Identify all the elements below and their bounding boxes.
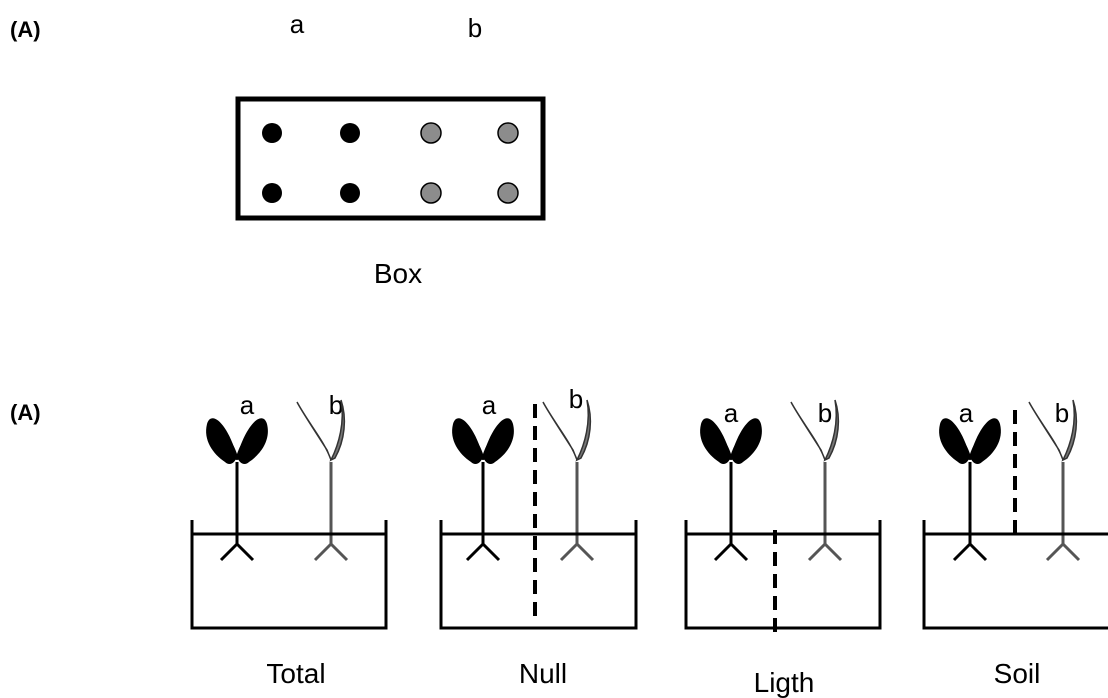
plant-label-a: a: [724, 398, 739, 428]
seed-dot-a: [340, 123, 360, 143]
plant-a: [698, 416, 764, 562]
panel-letter-bottom: (A): [10, 400, 41, 425]
treatment-caption-ligth: Ligth: [754, 667, 815, 698]
seed-dot-a: [262, 183, 282, 203]
treatment-ligth: a b Ligth: [684, 398, 882, 698]
box-caption: Box: [374, 258, 422, 289]
seed-dot-b: [420, 122, 442, 144]
treatment-null: a b Null: [439, 384, 638, 689]
group-label-a: a: [290, 9, 305, 39]
plant-label-b: b: [1055, 398, 1069, 428]
seed-dot-a: [262, 123, 282, 143]
plant-a: [204, 416, 270, 562]
panel-box: (A) a b Box: [10, 9, 546, 289]
plant-label-a: a: [240, 390, 255, 420]
group-label-b: b: [468, 13, 482, 43]
plant-label-b: b: [569, 384, 583, 414]
panel-letter-top: (A): [10, 17, 41, 42]
plant-a: [937, 416, 1003, 562]
treatment-caption-soil: Soil: [994, 658, 1041, 689]
plant-a: [450, 416, 516, 562]
treatment-caption-total: Total: [266, 658, 325, 689]
pot: [684, 520, 882, 630]
plant-label-a: a: [482, 390, 497, 420]
pot: [190, 520, 388, 630]
pot: [922, 520, 1108, 630]
plant-label-b: b: [818, 398, 832, 428]
treatment-soil: a b Soil: [922, 398, 1108, 689]
seed-dot-a: [340, 183, 360, 203]
plant-b: [789, 398, 843, 562]
plant-label-a: a: [959, 398, 974, 428]
seed-dot-b: [497, 122, 519, 144]
plant-b: [295, 398, 349, 562]
seed-dot-b: [420, 182, 442, 204]
treatment-caption-null: Null: [519, 658, 567, 689]
plant-b: [541, 398, 595, 562]
plant-label-b: b: [329, 390, 343, 420]
box-outline: [235, 96, 546, 221]
pot: [439, 520, 638, 630]
treatment-total: a b Total: [190, 390, 388, 689]
seed-dot-b: [497, 182, 519, 204]
